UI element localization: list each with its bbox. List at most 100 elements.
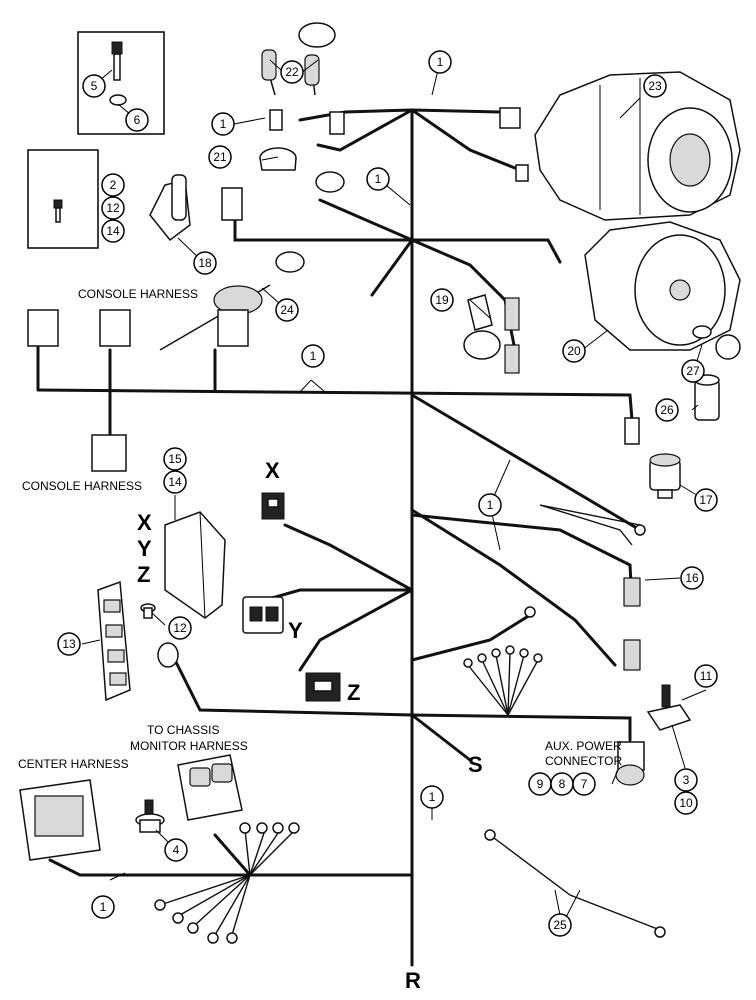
callout-5: 5: [82, 74, 106, 98]
text-labels: CONSOLE HARNESS CONSOLE HARNESS TO CHASS…: [18, 287, 622, 993]
callout-11: 11: [694, 664, 718, 688]
callout-22: 22: [280, 60, 304, 84]
letter-z-conn: Z: [347, 680, 360, 705]
callout-1e-text: 1: [487, 498, 494, 512]
solenoid-18: [149, 174, 191, 242]
callout-7-text: 7: [581, 777, 588, 791]
callout-23: 23: [643, 74, 667, 98]
callout-15: 15: [163, 447, 187, 471]
connector-right-1: [624, 417, 640, 445]
callout-1d-text: 1: [310, 349, 317, 363]
plug-left-round: [157, 642, 179, 668]
callout-1b: 1: [211, 112, 235, 136]
thermostat-21: [259, 147, 297, 171]
connector-x: [261, 492, 285, 520]
callout-19-text: 19: [435, 293, 449, 307]
callout-2: 2: [101, 173, 125, 197]
console-connectors: [27, 309, 249, 472]
aux-power-connector: [615, 741, 645, 786]
callout-27-text: 27: [686, 364, 700, 378]
bracket-24: [159, 171, 345, 351]
callout-21: 21: [208, 145, 232, 169]
letter-r: R: [405, 968, 421, 993]
callout-16-text: 16: [685, 571, 699, 585]
callout-24-text: 24: [280, 303, 294, 317]
callout-6-text: 6: [134, 113, 141, 127]
callout-1b-text: 1: [220, 117, 227, 131]
callout-18: 18: [193, 251, 217, 275]
callout-1g: 1: [91, 895, 115, 919]
callout-10: 10: [674, 791, 698, 815]
callout-23-text: 23: [648, 79, 662, 93]
to-chassis-label: TO CHASSIS: [147, 723, 219, 737]
callout-7: 7: [572, 772, 596, 796]
callout-15-text: 15: [168, 452, 182, 466]
callout-2-text: 2: [110, 178, 117, 192]
callout-5-text: 5: [91, 79, 98, 93]
callout-1a-text: 1: [437, 55, 444, 69]
console-harness-left-label: CONSOLE HARNESS: [22, 479, 142, 493]
callout-21-text: 21: [213, 150, 227, 164]
callout-14b-text: 14: [168, 475, 182, 489]
ring-terminals: [154, 524, 666, 944]
blower-motor-20: [584, 221, 741, 351]
connector-y: [242, 596, 284, 634]
connector-z: [305, 672, 341, 702]
callout-26-text: 26: [660, 403, 674, 417]
callout-18-text: 18: [198, 256, 212, 270]
inset-box-2-12-14: [27, 149, 99, 249]
module-15: [164, 511, 226, 619]
callout-8: 8: [550, 772, 574, 796]
chassis-connector: [177, 754, 243, 821]
switch-22: [261, 22, 345, 135]
callout-20-text: 20: [567, 344, 581, 358]
callout-19: 19: [430, 288, 454, 312]
callout-16: 16: [680, 566, 704, 590]
console-harness-top-label: CONSOLE HARNESS: [78, 287, 198, 301]
callout-12b-text: 12: [173, 621, 187, 635]
callout-24: 24: [275, 298, 299, 322]
callout-1c-text: 1: [375, 172, 382, 186]
callout-8-text: 8: [559, 777, 566, 791]
callout-circles: 1 1 1 1 1 1 1 5 6 2 12 14 18 21 22 23 24…: [57, 50, 718, 937]
callout-1e: 1: [478, 493, 502, 517]
callout-25-text: 25: [553, 918, 567, 932]
callout-1d: 1: [301, 344, 325, 368]
callout-13-text: 13: [62, 637, 76, 651]
callout-6: 6: [125, 108, 149, 132]
letter-x-module: X: [137, 510, 152, 535]
callout-13: 13: [57, 632, 81, 656]
callout-17: 17: [694, 488, 718, 512]
letter-x-top: X: [265, 458, 280, 483]
callout-4-text: 4: [173, 843, 180, 857]
callout-9: 9: [528, 772, 552, 796]
callout-12b: 12: [168, 616, 192, 640]
cap-27: [692, 325, 741, 360]
callout-14a-text: 14: [106, 224, 120, 238]
screw-12: [140, 603, 156, 619]
letter-y-conn: Y: [288, 618, 303, 643]
monitor-harness-label: MONITOR HARNESS: [130, 739, 248, 753]
callout-20: 20: [562, 339, 586, 363]
stud-4: [135, 799, 165, 833]
socket-26: [694, 374, 720, 421]
callout-25: 25: [548, 913, 572, 937]
callout-10-text: 10: [679, 796, 693, 810]
blower-motor-23: [534, 71, 741, 221]
callout-14a: 14: [101, 219, 125, 243]
callout-1a: 1: [428, 50, 452, 74]
relay-16: [623, 577, 641, 671]
callout-3-text: 3: [683, 773, 690, 787]
connector-label: CONNECTOR: [545, 754, 622, 768]
callout-4: 4: [164, 838, 188, 862]
callout-14b: 14: [163, 470, 187, 494]
callout-3: 3: [674, 768, 698, 792]
callout-12a: 12: [101, 196, 125, 220]
letter-s: S: [468, 752, 483, 777]
callout-12a-text: 12: [106, 201, 120, 215]
fuse-block-13: [97, 580, 131, 702]
callout-1f: 1: [420, 785, 444, 809]
letter-z-module: Z: [137, 562, 150, 587]
